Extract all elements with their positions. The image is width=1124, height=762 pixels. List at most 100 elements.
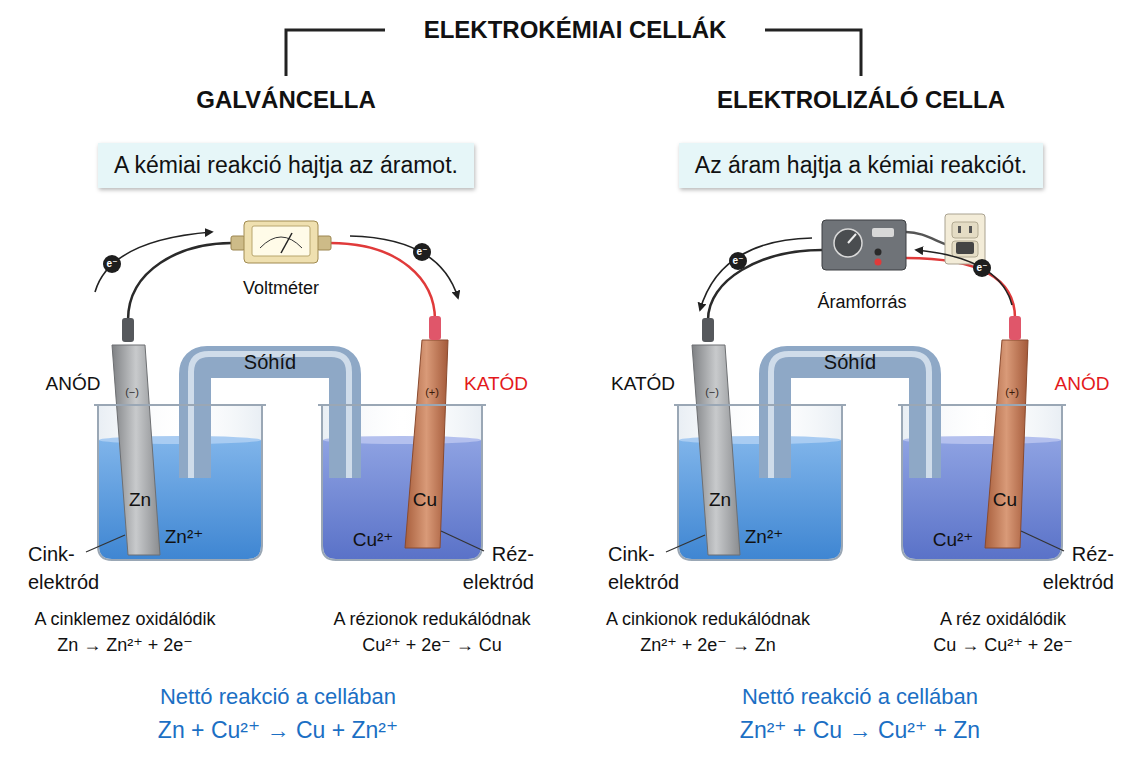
voltmeter-body — [244, 221, 318, 263]
electron-flow-arrow — [700, 238, 812, 310]
ion-symbol: Cu²⁺ — [353, 529, 394, 551]
salt-bridge-label: Sóhíd — [244, 351, 296, 374]
electrolytic-cell-illustration — [666, 214, 1066, 560]
zinc-electrode — [692, 345, 740, 555]
half-reaction-note: A rézionok redukálódnak — [333, 609, 530, 630]
wall-outlet — [969, 226, 972, 233]
leader-line — [1021, 531, 1064, 551]
net-reaction-equation: Zn + Cu²⁺ → Cu + Zn²⁺ — [158, 717, 398, 743]
half-reaction-equation: Cu → Cu²⁺ + 2e⁻ — [933, 635, 1073, 656]
instrument-label: Voltméter — [243, 278, 319, 299]
electron-symbol: e⁻ — [733, 255, 744, 267]
electrode-symbol: Zn — [129, 489, 151, 511]
half-reaction-equation: Cu²⁺ + 2e⁻ → Cu — [362, 635, 502, 656]
wire — [330, 243, 435, 320]
diagram-title: ELEKTROKÉMIAI CELLÁK — [414, 16, 737, 44]
beaker-outline — [902, 405, 1062, 560]
electrode-role: ANÓD — [1055, 373, 1110, 395]
electron-symbol: e⁻ — [977, 262, 988, 274]
leader-line — [86, 535, 125, 552]
half-reaction-equation: Zn → Zn²⁺ + 2e⁻ — [57, 635, 193, 656]
leader-line — [666, 535, 705, 552]
electrode-clip — [429, 316, 441, 340]
electrode-symbol: Cu — [413, 489, 437, 511]
beaker-outline — [94, 404, 266, 406]
voltmeter-face — [252, 226, 310, 256]
half-reaction-note: A cinkionok redukálódnak — [606, 609, 810, 630]
power-supply-knob — [848, 234, 856, 243]
beaker-outline — [318, 404, 486, 406]
electrode-symbol: Cu — [993, 489, 1017, 511]
electron-dot — [413, 243, 431, 261]
beaker-outline — [98, 405, 262, 560]
beaker-outline — [678, 405, 842, 560]
ion-symbol: Zn²⁺ — [745, 526, 784, 548]
beaker-outline — [322, 405, 482, 560]
wire — [906, 258, 1015, 318]
title-bracket — [765, 30, 861, 76]
zinc-electrode — [112, 345, 160, 555]
half-reaction-equation: Zn²⁺ + 2e⁻ → Zn — [640, 635, 776, 656]
electrode-role: ANÓD — [46, 373, 101, 395]
description-box: GALVÁNCELLAA kémiai reakció hajtja az ár… — [98, 143, 474, 188]
electrode-clip — [1009, 316, 1021, 340]
ion-symbol: Cu²⁺ — [933, 529, 974, 551]
electron-symbol: e⁻ — [107, 258, 118, 270]
description-text: A kémiai reakció hajtja az áramot. — [114, 152, 458, 179]
electrode-role: KATÓD — [611, 373, 675, 395]
galvanic-cell-illustration — [86, 221, 486, 560]
electrode-clip — [122, 318, 134, 342]
electron-dot — [103, 255, 121, 273]
wall-outlet — [952, 241, 978, 257]
power-supply-terminal — [875, 259, 882, 266]
wall-outlet — [952, 222, 978, 238]
wall-outlet — [958, 226, 961, 233]
cell-type-heading: GALVÁNCELLA — [196, 86, 376, 114]
cell-type-heading: ELEKTROLIZÁLÓ CELLA — [717, 86, 1005, 114]
voltmeter-needle — [281, 233, 292, 253]
salt-bridge — [771, 354, 929, 478]
instrument-label: Áramforrás — [817, 292, 906, 313]
net-reaction-heading: Nettó reakció a cellában — [742, 684, 978, 709]
description-text: Az áram hajtja a kémiai reakciót. — [695, 152, 1027, 179]
electrode-name: Réz- elektród — [442, 540, 534, 596]
power-plug — [956, 242, 974, 254]
net-reaction-heading: Nettó reakció a cellában — [160, 684, 396, 709]
voltmeter-terminal — [317, 236, 331, 250]
half-reaction-note: A cinklemez oxidálódik — [34, 609, 215, 630]
salt-bridge — [191, 354, 349, 478]
beaker-outline — [898, 404, 1066, 406]
wire — [128, 243, 232, 320]
power-supply-knob — [834, 229, 862, 257]
electrode-name: Cink- elektród — [28, 540, 120, 596]
copper-electrode — [985, 340, 1028, 548]
title-bracket — [286, 30, 385, 76]
ion-symbol: Zn²⁺ — [165, 526, 204, 548]
wire — [708, 250, 822, 320]
polarity-sign: (+) — [425, 386, 439, 399]
voltmeter-terminal — [231, 236, 245, 250]
electrode-name: Cink- elektród — [608, 540, 700, 596]
leader-line — [441, 531, 484, 551]
beaker-outline — [674, 404, 846, 406]
power-supply-terminal — [875, 249, 882, 256]
electron-dot — [973, 259, 991, 277]
power-supply — [822, 220, 906, 270]
electrode-clip — [702, 318, 714, 342]
net-reaction-equation: Zn²⁺ + Cu → Cu²⁺ + Zn — [740, 717, 980, 743]
electron-dot — [729, 252, 747, 270]
half-reaction-note: A réz oxidálódik — [940, 609, 1066, 630]
electron-flow-arrow — [350, 236, 458, 298]
electron-flow-arrow — [916, 250, 1012, 305]
electron-flow-arrow — [95, 232, 212, 292]
polarity-sign: (−) — [705, 386, 719, 399]
copper-electrode — [405, 340, 448, 548]
electron-symbol: e⁻ — [417, 246, 428, 258]
polarity-sign: (+) — [1005, 386, 1019, 399]
description-box: ELEKTROLIZÁLÓ CELLAAz áram hajtja a kémi… — [679, 143, 1043, 188]
power-supply-switch — [872, 228, 894, 237]
polarity-sign: (−) — [125, 386, 139, 399]
electrode-symbol: Zn — [709, 489, 731, 511]
voltmeter-scale — [260, 237, 302, 248]
